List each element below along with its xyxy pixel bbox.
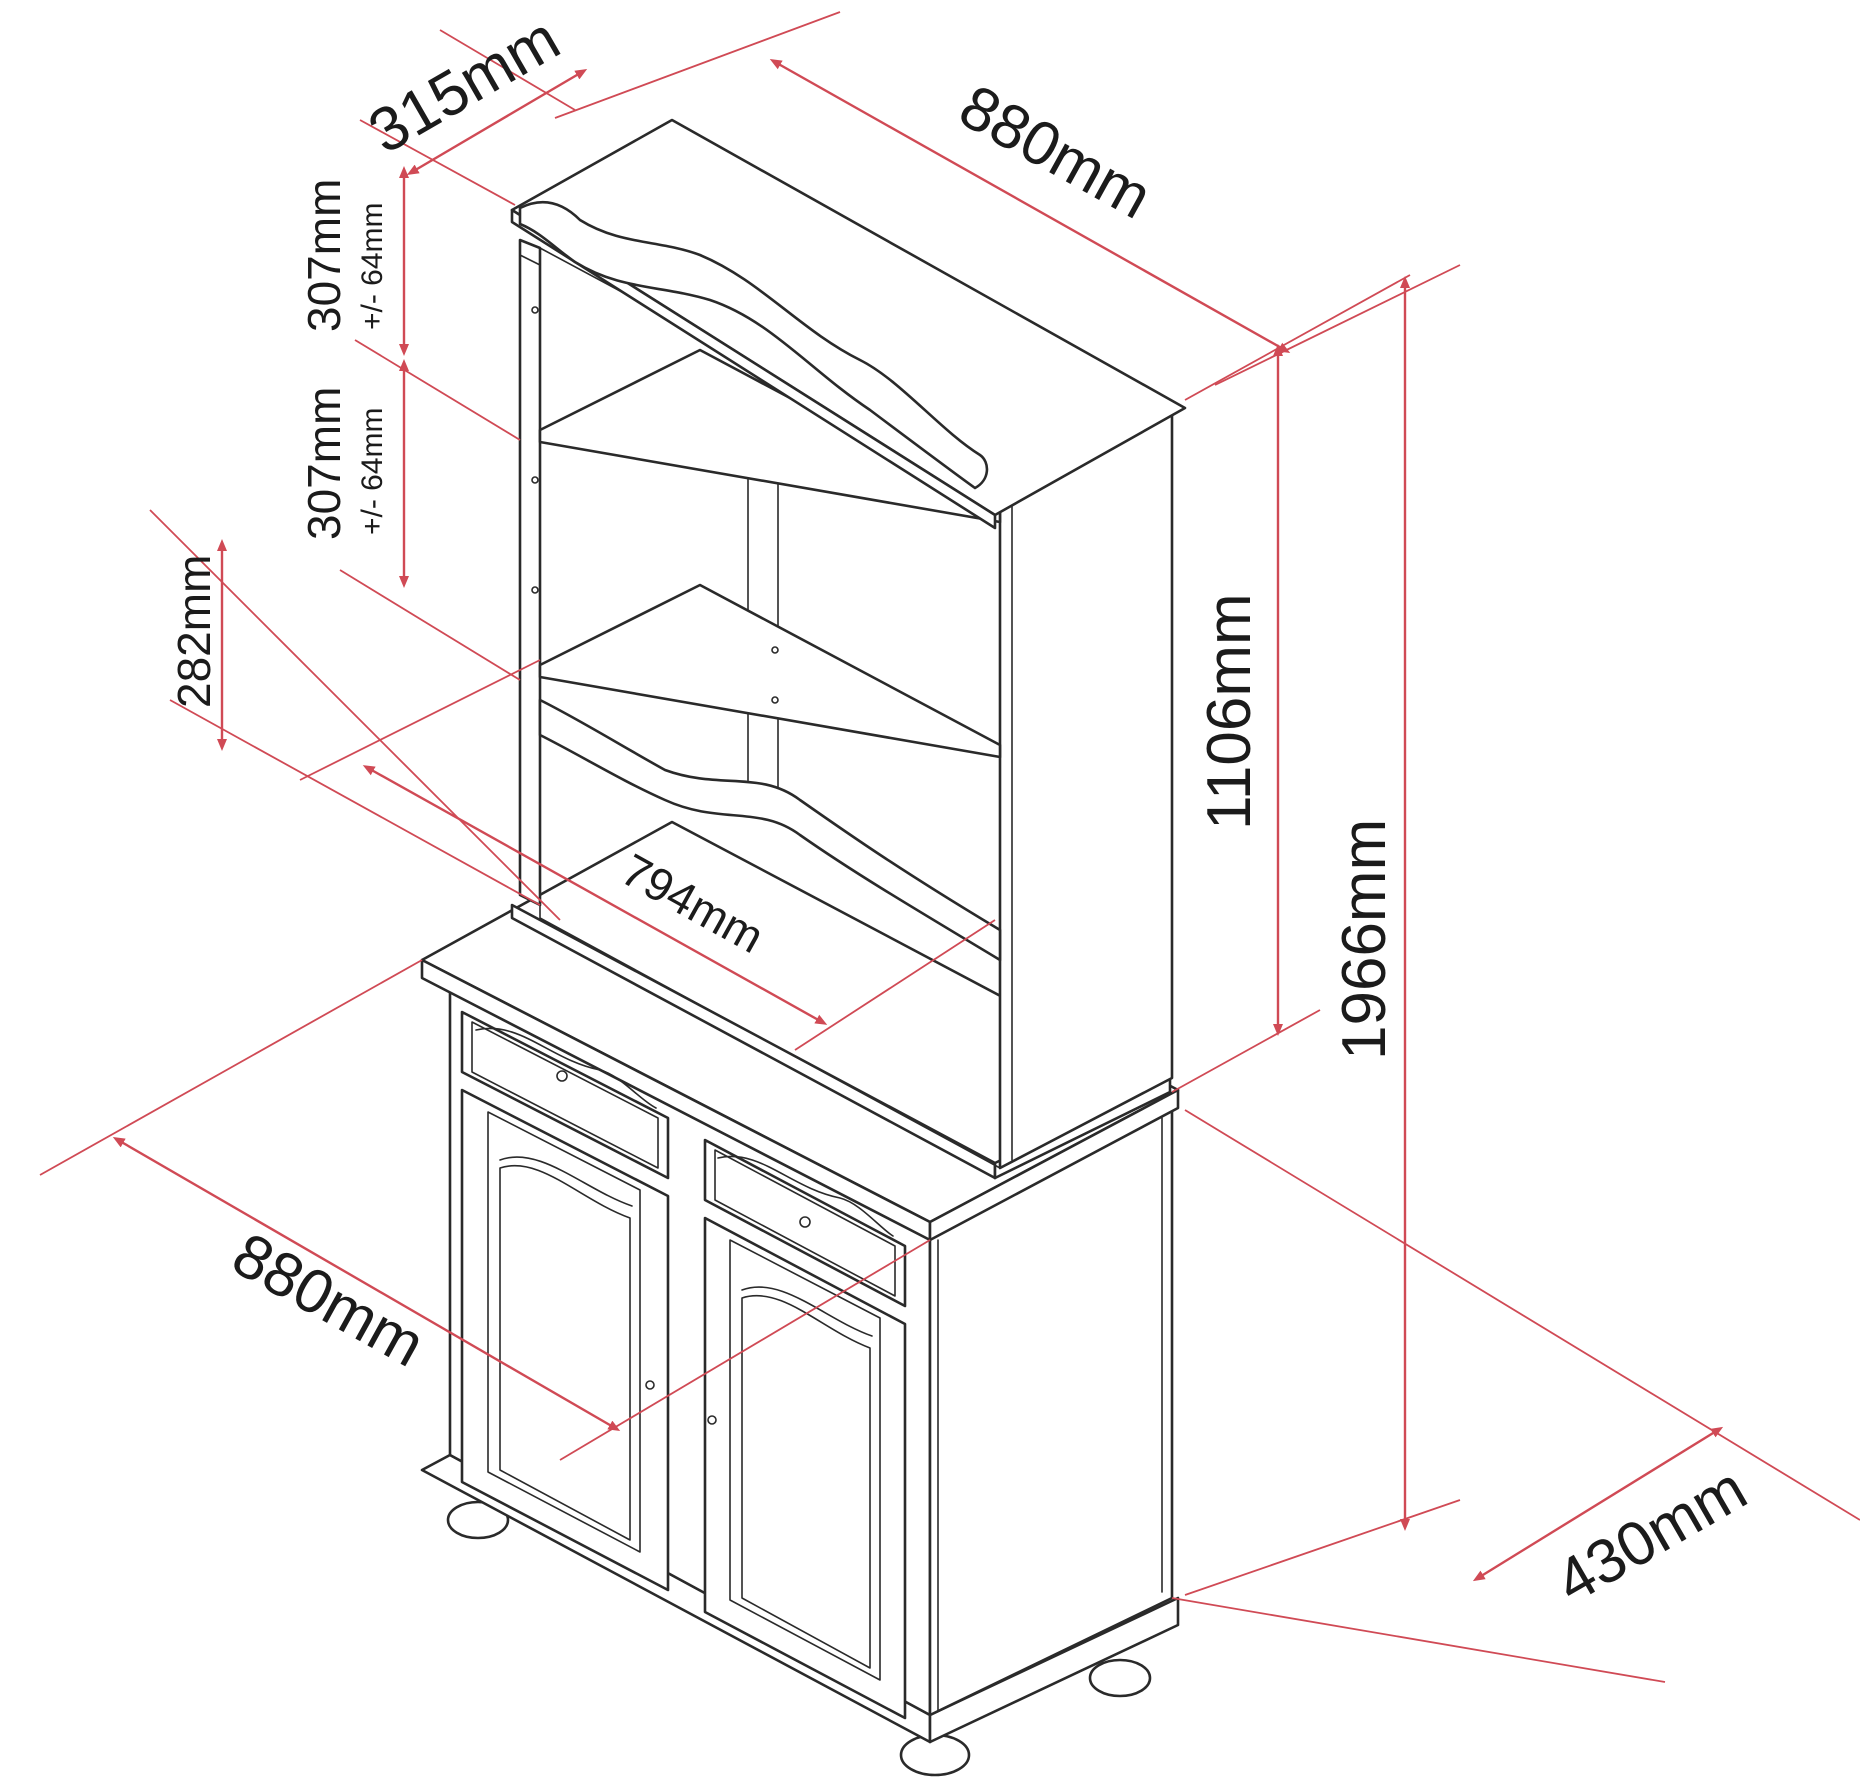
dresser-drawing: [420, 118, 1187, 1777]
label-base-depth: 430mm: [1545, 1454, 1759, 1617]
dimension-lines: [39, 11, 1860, 1683]
label-total-height: 1966mm: [1330, 819, 1399, 1060]
dim-base-width-line: [112, 1136, 621, 1432]
dim-top-depth-line: [406, 68, 588, 176]
label-top-depth: 315mm: [358, 4, 572, 167]
dim-base-depth-line: [1472, 1426, 1724, 1582]
label-top-width: 880mm: [948, 72, 1162, 233]
label-hutch-height: 1106mm: [1195, 593, 1264, 830]
label-shelf-gap-2-tolerance: +/- 64mm: [356, 407, 389, 535]
drawers: [460, 1010, 907, 1308]
dim-top-width-line: [769, 59, 1291, 353]
label-shelf-gap-2: 307mm: [298, 387, 350, 540]
dim-inner-width-line: [362, 765, 828, 1025]
label-base-width: 880mm: [221, 1220, 435, 1381]
label-shelf-gap-1-tolerance: +/- 64mm: [356, 202, 389, 330]
label-shelf-gap-1: 307mm: [298, 179, 350, 332]
bun-feet: [446, 1500, 1152, 1777]
label-bottom-gap: 282mm: [168, 555, 220, 708]
